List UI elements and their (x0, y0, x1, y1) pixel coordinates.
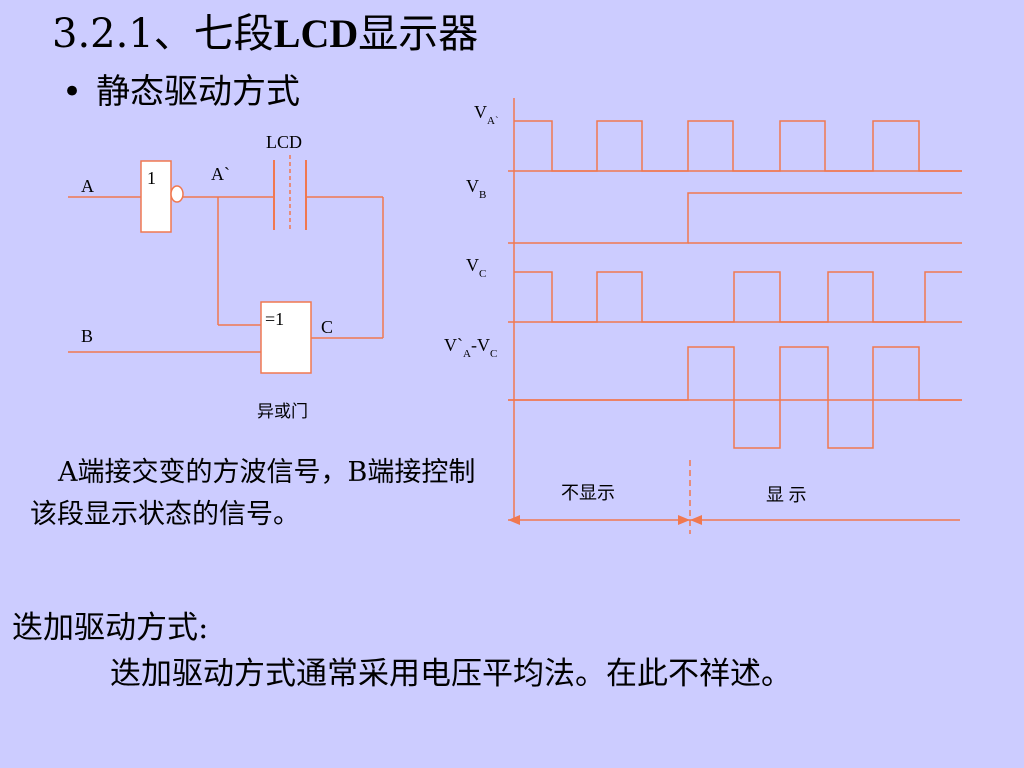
not-gate-bubble (170, 185, 184, 203)
xor-gate (260, 301, 312, 374)
bullet-dot-icon: • (62, 72, 83, 112)
not-gate-label: 1 (147, 168, 156, 188)
wave-vc (514, 271, 962, 323)
description-text: A端接交变的方波信号，B端接控制该段显示状态的信号。 (30, 457, 476, 530)
waveform-labels: VA` VB VC V`A-VC 不显示 显 示 (444, 102, 807, 505)
circuit-labels: A B 1 A` LCD =1 C 异或门 (81, 132, 333, 421)
wave-va (514, 120, 962, 172)
wave-vb (508, 192, 962, 244)
a-prime-label: A` (211, 164, 230, 184)
not-gate (140, 160, 172, 233)
arrow-right-icon (678, 515, 690, 525)
title-en: LCD (273, 11, 359, 56)
output-c-label: C (321, 317, 333, 337)
state-arrowheads (508, 515, 702, 525)
input-b-label: B (81, 326, 93, 346)
vb-label: VB (466, 176, 486, 201)
vc-label: VC (466, 255, 486, 280)
title-cn-prefix: 3.2.1、七段 (52, 11, 274, 57)
arrow-left-icon-2 (690, 515, 702, 525)
overlay-text: 迭加驱动方式通常采用电压平均法。在此不祥述。 (110, 656, 792, 692)
on-state-label: 显 示 (766, 485, 807, 505)
circuit-diagram (68, 155, 384, 374)
arrow-left-icon (508, 515, 520, 525)
xor-gate-label: =1 (265, 309, 284, 329)
va-label: VA` (474, 102, 499, 127)
xor-caption: 异或门 (257, 402, 308, 421)
wave-difference (508, 346, 962, 449)
waveform-diagram (508, 98, 962, 534)
off-state-label: 不显示 (561, 483, 615, 503)
bullet-text: 静态驱动方式 (96, 72, 301, 112)
lcd-label: LCD (266, 132, 302, 152)
difference-label: V`A-VC (444, 335, 497, 360)
input-a-label: A (81, 176, 94, 196)
bullet-static-drive: • 静态驱动方式 (62, 70, 300, 114)
page-title: 3.2.1、七段LCD显示器 (52, 8, 478, 60)
title-cn-suffix: 显示器 (358, 11, 479, 57)
overlay-heading: 迭加驱动方式: (12, 610, 209, 646)
